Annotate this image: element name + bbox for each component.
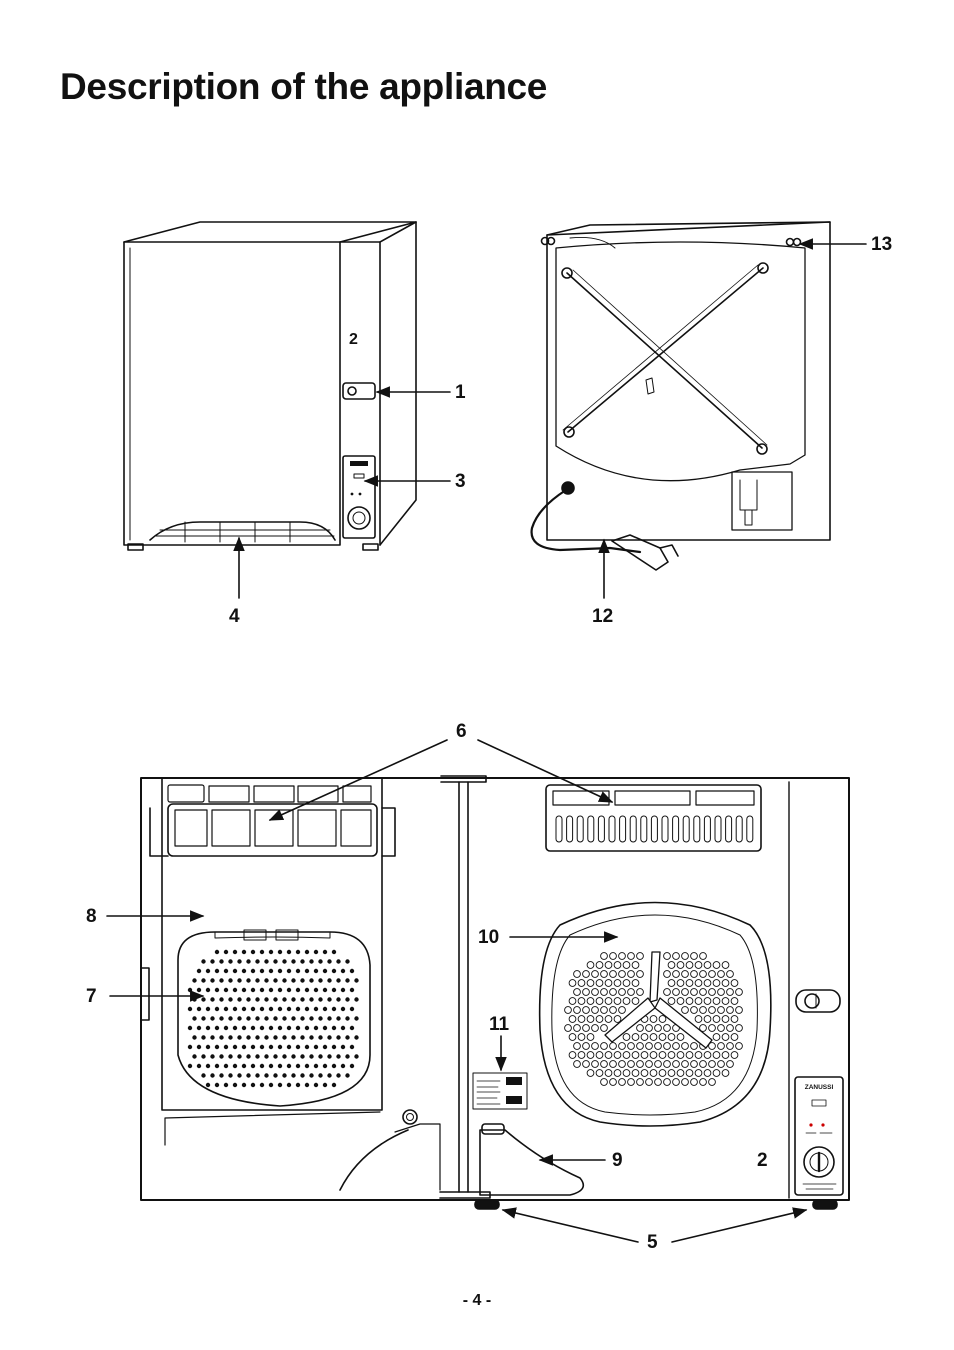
- callout-door-release: 1: [455, 382, 466, 403]
- callout-panel: 2: [757, 1150, 768, 1171]
- page-title: Description of the appliance: [60, 66, 548, 107]
- door-release-button-large: [795, 989, 841, 1013]
- door-release-button: [342, 382, 376, 400]
- callout-door: 8: [86, 906, 97, 927]
- cabinet-vent: [545, 784, 762, 852]
- callout-air-vents: 6: [456, 721, 467, 742]
- base-grille: [149, 521, 336, 541]
- door: [140, 777, 441, 1191]
- drain-hose: [530, 488, 642, 554]
- control-panel: [342, 455, 376, 539]
- callout-rear-vent: 13: [871, 234, 893, 255]
- callout-drain-hose: 12: [592, 606, 614, 627]
- front-view: [123, 221, 417, 551]
- rear-view: [530, 221, 831, 571]
- drum-back: [538, 901, 772, 1127]
- rear-vent: [785, 237, 795, 247]
- control-panel-large: [794, 1076, 844, 1196]
- panel-brand: ZANUSSI: [805, 1084, 834, 1091]
- leader-lines: [106, 238, 867, 1243]
- callout-feet: 5: [647, 1232, 658, 1253]
- callout-base-grille: 4: [229, 606, 240, 627]
- callout-filter: 7: [86, 986, 97, 1007]
- open-door-view: ZANUSSI: [140, 775, 850, 1210]
- page-number: - 4 -: [462, 1292, 492, 1309]
- callout-front-top-label: 2: [349, 331, 358, 348]
- rating-plate: [472, 1072, 528, 1110]
- callout-control-panel: 3: [455, 471, 466, 492]
- door-hinge: [479, 1129, 585, 1196]
- callout-drum-back: 10: [478, 927, 500, 948]
- fluff-filter: [177, 931, 371, 1107]
- callout-rating-plate: 11: [489, 1014, 510, 1035]
- callout-hinge: 9: [612, 1150, 623, 1171]
